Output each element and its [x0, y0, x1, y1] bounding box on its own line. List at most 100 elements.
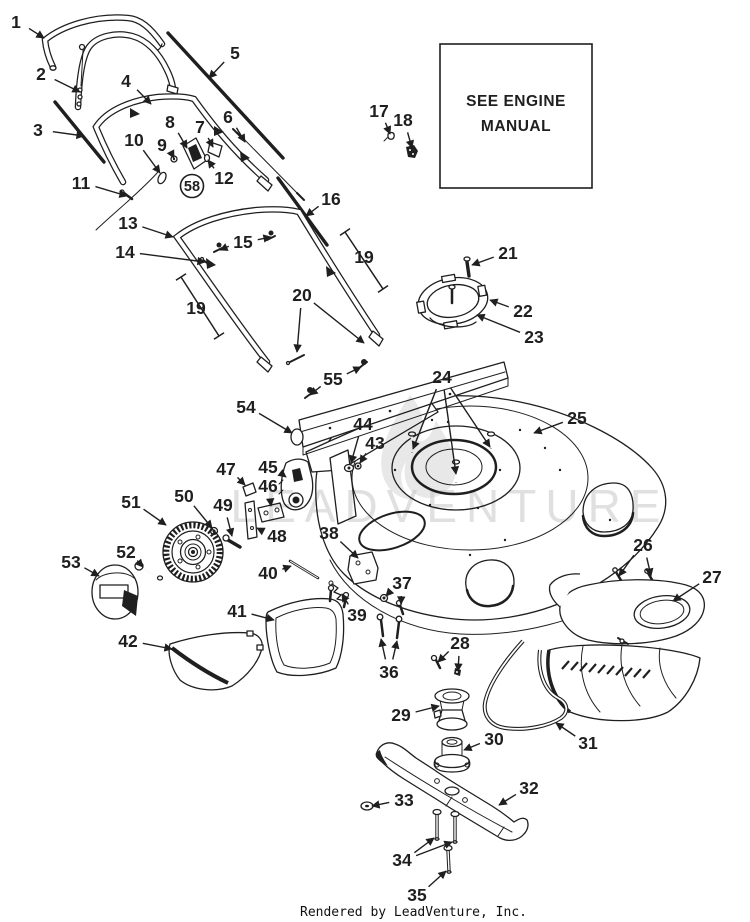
- svg-text:29: 29: [391, 705, 411, 725]
- brace-rod-6: [236, 131, 302, 198]
- svg-text:9: 9: [157, 135, 167, 155]
- part-label-22: 22: [489, 298, 533, 321]
- chute-cowl: [559, 579, 706, 645]
- svg-text:51: 51: [121, 492, 141, 512]
- part-label-16: 16: [305, 189, 341, 217]
- svg-text:58: 58: [184, 179, 200, 195]
- part-label-12: 12: [207, 159, 234, 188]
- part-label-49: 49: [213, 495, 235, 537]
- svg-text:17: 17: [369, 101, 388, 121]
- bolt-49: [226, 538, 242, 549]
- blade-art: [360, 742, 529, 874]
- plate-48: [244, 500, 258, 540]
- part-label-13: 13: [118, 213, 174, 239]
- baffle-plate-art: [290, 359, 509, 456]
- part-label-23: 23: [476, 313, 544, 347]
- chute-art: [546, 567, 706, 722]
- svg-text:32: 32: [519, 778, 539, 798]
- part-label-19: 19: [175, 273, 225, 340]
- part-label-19: 19: [339, 228, 389, 293]
- guard-41: [265, 584, 350, 677]
- part-label-27: 27: [672, 567, 722, 602]
- blade-adapter-30: [433, 736, 471, 773]
- plate-end-54: [290, 428, 304, 446]
- svg-text:19: 19: [354, 247, 374, 267]
- svg-text:5: 5: [230, 43, 240, 63]
- part-label-55: 55: [309, 366, 362, 396]
- drive-parts-art: [433, 639, 569, 773]
- svg-text:54: 54: [236, 397, 256, 417]
- svg-text:28: 28: [450, 633, 470, 653]
- svg-text:3: 3: [33, 120, 43, 140]
- svg-text:35: 35: [407, 885, 427, 905]
- svg-text:52: 52: [116, 542, 136, 562]
- svg-text:19: 19: [186, 298, 206, 318]
- pulley-29: [433, 688, 470, 731]
- part-label-15: 15: [219, 232, 272, 252]
- part-label-32: 32: [498, 778, 539, 806]
- part-label-11: 11: [72, 173, 128, 198]
- render-credit: Rendered by LeadVenture, Inc.: [300, 905, 527, 920]
- part-label-54: 54: [236, 397, 293, 434]
- engine-box-line2: MANUAL: [481, 118, 551, 135]
- part-label-46: 46: [258, 476, 278, 507]
- blade-32: [375, 742, 529, 841]
- svg-text:23: 23: [524, 327, 544, 347]
- svg-text:41: 41: [227, 601, 247, 621]
- deck-corner-bracket-right: [582, 482, 634, 533]
- part-label-6: 6: [223, 107, 246, 143]
- part-label-3: 3: [33, 120, 85, 140]
- part-label-17: 17: [369, 101, 392, 135]
- bracket-38: [347, 551, 379, 585]
- svg-text:39: 39: [347, 605, 367, 625]
- part-label-47: 47: [216, 459, 246, 486]
- svg-text:20: 20: [292, 285, 312, 305]
- bolt-21: [465, 260, 471, 278]
- part-label-34: 34: [392, 837, 453, 870]
- svg-text:10: 10: [124, 130, 144, 150]
- part-label-58: 58: [179, 173, 205, 199]
- lower-left-parts-art: [168, 551, 379, 691]
- svg-text:15: 15: [233, 232, 253, 252]
- upper-handle-art: [45, 18, 273, 192]
- svg-text:16: 16: [321, 189, 341, 209]
- svg-text:45: 45: [258, 457, 278, 477]
- svg-text:53: 53: [61, 552, 81, 572]
- part-label-24: 24: [411, 367, 491, 475]
- svg-text:49: 49: [213, 495, 233, 515]
- part-label-40: 40: [258, 563, 292, 583]
- chute-apron: [547, 644, 701, 722]
- svg-text:21: 21: [498, 243, 518, 263]
- part-label-43: 43: [359, 433, 385, 464]
- svg-text:50: 50: [174, 486, 194, 506]
- part-label-1: 1: [11, 12, 45, 39]
- svg-text:33: 33: [394, 790, 414, 810]
- part-label-37: 37: [385, 573, 412, 605]
- svg-text:34: 34: [392, 850, 412, 870]
- lower-handle-art: [177, 209, 384, 373]
- part-label-53: 53: [61, 552, 100, 577]
- svg-text:43: 43: [365, 433, 385, 453]
- part-label-29: 29: [391, 703, 440, 725]
- bolt-35: [443, 844, 453, 874]
- svg-text:6: 6: [223, 107, 233, 127]
- hubcap-53: [91, 564, 139, 620]
- rod-5: [166, 31, 285, 160]
- svg-text:27: 27: [702, 567, 721, 587]
- part-label-25: 25: [533, 408, 587, 435]
- svg-text:26: 26: [633, 535, 653, 555]
- part-label-38: 38: [319, 523, 359, 559]
- svg-text:40: 40: [258, 563, 278, 583]
- svg-text:46: 46: [258, 476, 278, 496]
- part-label-36: 36: [378, 638, 400, 682]
- part-label-14: 14: [115, 242, 206, 266]
- skirt-42: [168, 630, 264, 691]
- engine-box-line1: SEE ENGINE: [466, 93, 566, 110]
- part-label-4: 4: [121, 71, 152, 105]
- part-label-5: 5: [208, 43, 240, 79]
- svg-text:44: 44: [353, 414, 373, 434]
- engine-manual-box: SEE ENGINE MANUAL: [439, 43, 593, 189]
- chute-louvers: [561, 660, 651, 679]
